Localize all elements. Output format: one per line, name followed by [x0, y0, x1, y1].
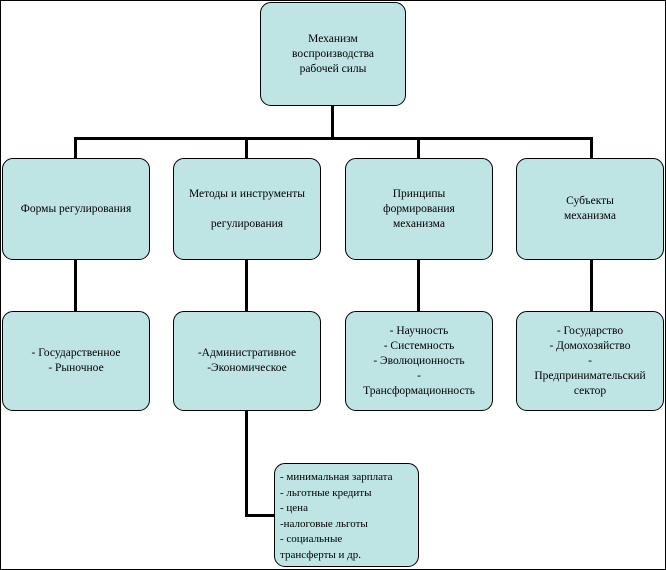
subjects-detail-node: - Государство - Домохозяйство - Предприн… [516, 311, 664, 411]
root-node: Механизм воспроизводства рабочей силы [260, 2, 406, 106]
connector-to-subjects [590, 137, 593, 159]
connector-to-methods [245, 137, 248, 159]
connector-subjects-down [590, 260, 593, 312]
principles-node: Принципы формирования механизма [345, 158, 493, 260]
principles-detail-node: - Научность - Системность - Эволюционнос… [345, 311, 493, 411]
connector-methods-to-tools-vertical [245, 411, 248, 517]
connector-methods-to-tools-horizontal [245, 514, 276, 517]
connector-root-down [331, 106, 334, 138]
connector-methods-down [245, 260, 248, 312]
connector-forms-down [74, 260, 77, 312]
tools-detail-node: - минимальная зарплата - льготные кредит… [274, 463, 419, 567]
forms-detail-node: - Государственное - Рыночное [2, 311, 150, 411]
connector-horizontal-bar [74, 137, 593, 140]
connector-to-principles [417, 137, 420, 159]
methods-node: Методы и инструменты регулирования [173, 158, 321, 260]
subjects-node: Субъекты механизма [516, 158, 664, 260]
connector-principles-down [417, 260, 420, 312]
connector-to-forms [74, 137, 77, 159]
methods-detail-node: -Административное -Экономическое [173, 311, 321, 411]
forms-node: Формы регулирования [2, 158, 150, 260]
